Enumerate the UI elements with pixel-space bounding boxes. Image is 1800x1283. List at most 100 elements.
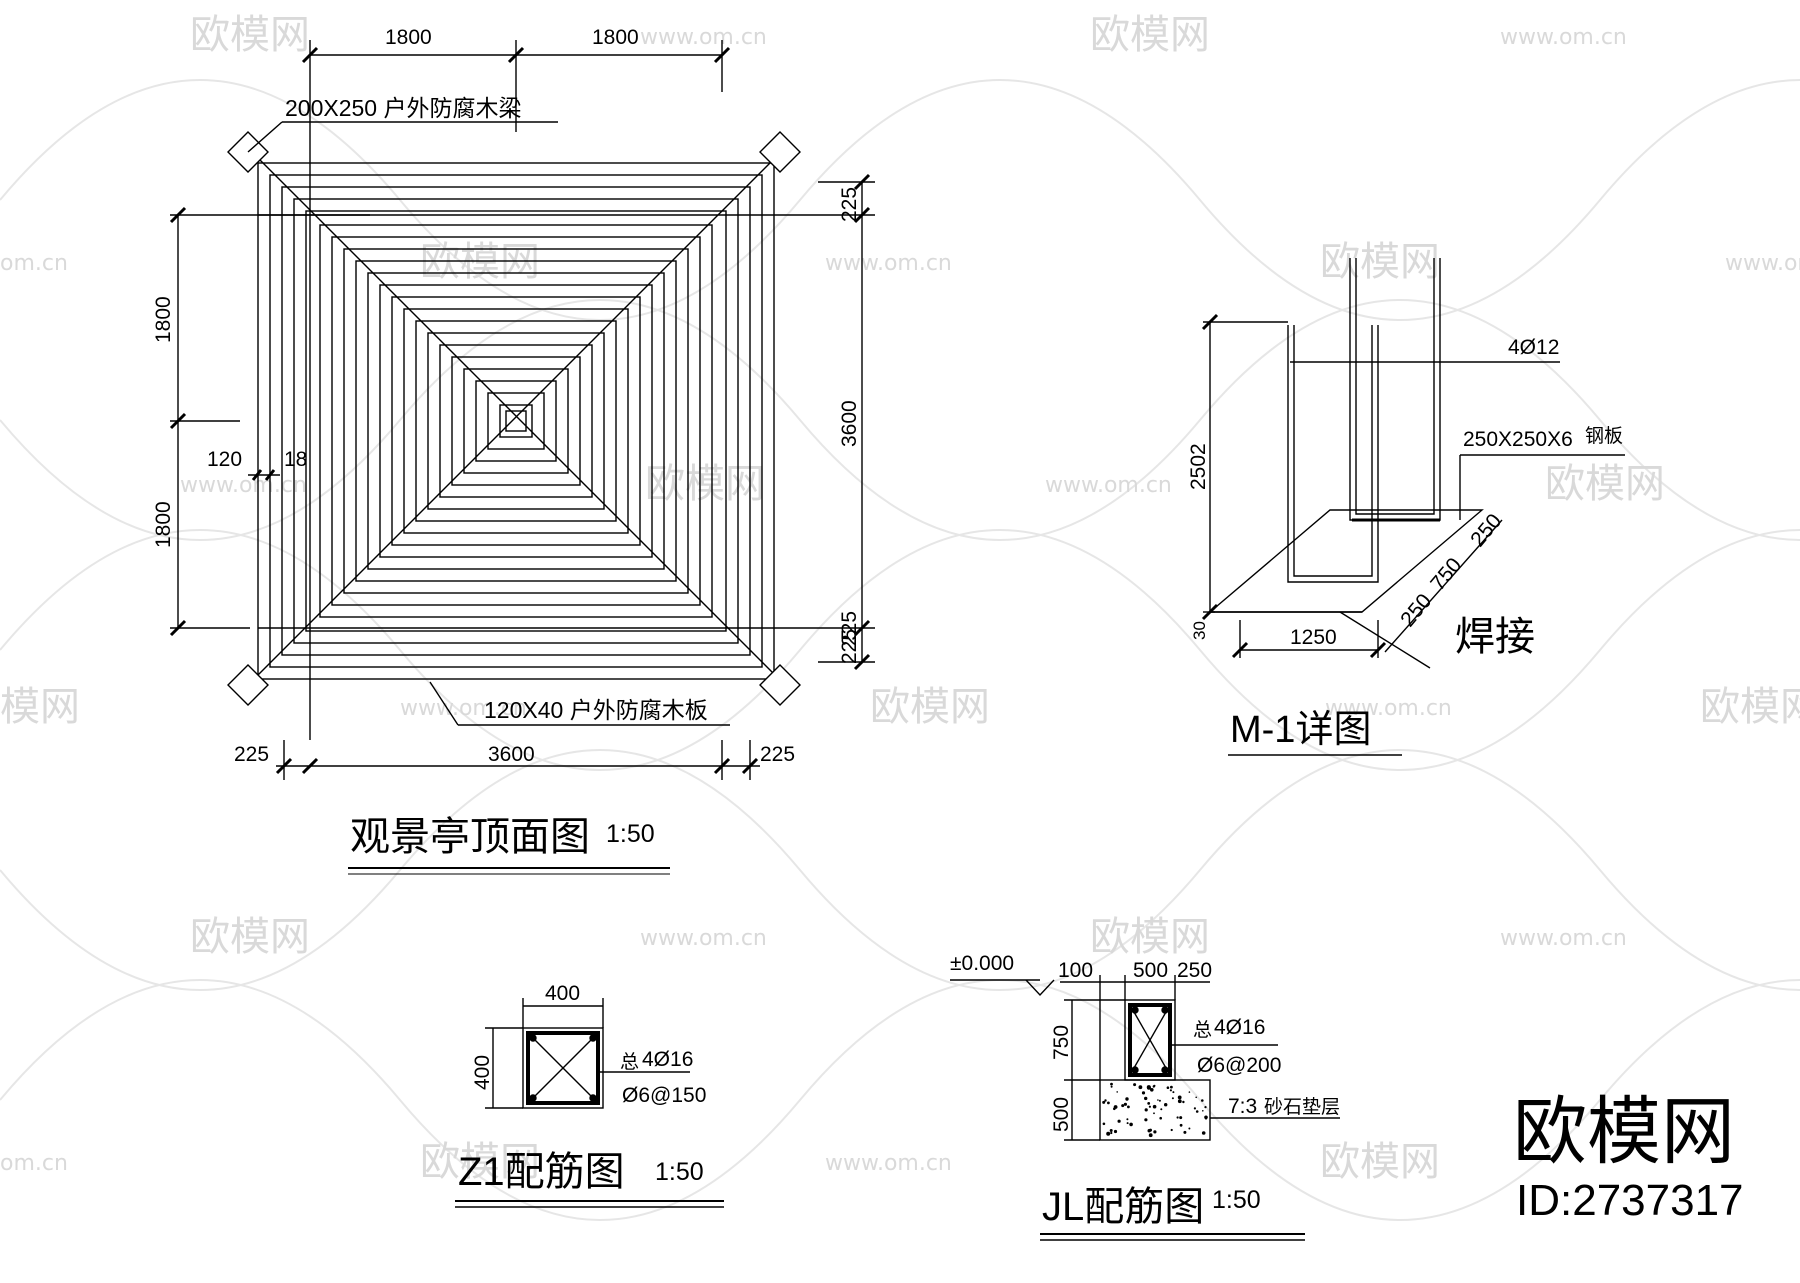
gravel-dot	[1160, 1108, 1163, 1111]
dim-bottom-right: 225	[760, 743, 795, 766]
corner-brand: 欧模网 ID:2737317	[1513, 1090, 1744, 1225]
gravel-dot	[1202, 1110, 1204, 1112]
gravel-dot	[1152, 1104, 1157, 1109]
dim-tick	[853, 206, 871, 224]
gravel-dot	[1141, 1091, 1146, 1095]
gravel-dot	[1193, 1107, 1196, 1110]
gravel-dot	[1182, 1100, 1185, 1104]
watermark-brand: 欧模网	[1090, 914, 1210, 960]
board-ring	[367, 272, 665, 570]
gravel-dot	[1147, 1102, 1151, 1105]
gravel-dot	[1113, 1107, 1116, 1111]
base-plate	[1208, 509, 1484, 613]
board-ring	[427, 332, 605, 510]
gravel-dot	[1110, 1082, 1113, 1086]
gravel-dot	[1205, 1117, 1207, 1120]
board-ring	[305, 210, 727, 632]
board-ring	[475, 380, 557, 462]
gravel-dot	[1148, 1133, 1153, 1138]
gravel-dot	[1116, 1091, 1118, 1093]
gravel-dot	[1102, 1122, 1106, 1126]
watermark-url: www.om.cn	[1500, 926, 1627, 951]
gravel-dot	[1166, 1086, 1170, 1089]
jl-bar	[1161, 1006, 1169, 1014]
watermark-url: www.om.cn	[400, 696, 527, 721]
gravel-dot	[1133, 1083, 1137, 1087]
watermark-brand: 欧模网	[420, 1139, 540, 1185]
watermark-url: om.cn	[0, 1151, 68, 1176]
dim-tick	[853, 173, 871, 191]
board-ring	[451, 356, 581, 486]
dim-bottom-left: 225	[234, 743, 269, 766]
board-ring	[343, 248, 689, 594]
beam-end	[227, 131, 801, 706]
board-ring	[487, 392, 545, 450]
dim-right-total: 3600	[838, 400, 861, 447]
gravel-dot	[1188, 1091, 1191, 1093]
jl-main-bars: 4Ø16	[1214, 1016, 1265, 1039]
watermark-url: www.om.cn	[1500, 25, 1627, 50]
dim-tick	[1201, 313, 1219, 331]
board-label: 120X40 户外防腐木板	[484, 697, 708, 723]
gravel-dot	[1171, 1097, 1174, 1100]
gravel-dot	[1126, 1118, 1129, 1121]
watermark-layer: 欧模网 欧模网 www.om.cn www.om.cn 欧模网 欧模网 om.c…	[0, 12, 1800, 1221]
dim-tick	[169, 412, 187, 430]
dim-left-a: 1800	[152, 296, 175, 343]
gravel-hatch	[1102, 1082, 1208, 1138]
m1-height: 2502	[1187, 443, 1210, 490]
watermark-url: www.om.cn	[1325, 696, 1452, 721]
gravel-dot	[1164, 1103, 1168, 1107]
watermark-brand: 欧模网	[645, 461, 765, 507]
dim-tick	[1201, 603, 1219, 621]
m1-width: 1250	[1290, 626, 1337, 649]
watermark-url: www.om.cn	[1045, 473, 1172, 498]
m1-diag-750: 750	[1426, 554, 1466, 596]
board-ring	[319, 224, 713, 618]
dim-small-a: 120	[207, 448, 242, 471]
z1-width: 400	[545, 982, 580, 1005]
m1-plate-suffix: 钢板	[1585, 425, 1623, 447]
dim-bottom-total: 3600	[488, 743, 535, 766]
gravel-dot	[1113, 1129, 1118, 1134]
gravel-dot	[1153, 1130, 1157, 1134]
dim-tick	[1369, 641, 1387, 659]
gravel-dot	[1127, 1105, 1130, 1109]
leader-line	[429, 681, 459, 726]
watermark-url: www.om.cn	[180, 473, 307, 498]
z1-title: Z1配筋图	[458, 1150, 625, 1194]
gravel-dot	[1183, 1130, 1187, 1134]
gravel-dot	[1159, 1116, 1162, 1120]
jl-section: ±0.000 100 500 250 750 500 总 4Ø16 Ø6@200	[950, 952, 1340, 1241]
jl-title: JL配筋图	[1042, 1185, 1204, 1229]
m1-weld-label: 焊接	[1455, 615, 1535, 659]
gravel-dot	[1144, 1118, 1148, 1122]
m1-diag-a: 250	[1396, 590, 1436, 632]
jl-tie	[1129, 1004, 1171, 1076]
dim-tick	[275, 757, 293, 775]
jl-stirrups: Ø6@200	[1197, 1054, 1281, 1077]
board-ring	[439, 344, 593, 498]
gravel-dot	[1106, 1131, 1111, 1136]
z1-bar	[589, 1094, 597, 1102]
dim-tick	[301, 46, 319, 64]
watermark-url: www.om.cn	[825, 1151, 952, 1176]
dim-tick	[713, 757, 731, 775]
m1-plate-label: 250X250X6	[1463, 428, 1573, 451]
gravel-dot	[1153, 1112, 1155, 1115]
watermark-url: www.om.cn	[640, 25, 767, 50]
z1-bar	[589, 1034, 597, 1042]
gravel-dot	[1157, 1099, 1159, 1101]
dim-line	[1384, 519, 1503, 653]
gravel-dot	[1125, 1097, 1129, 1101]
gravel-dot	[1121, 1104, 1125, 1108]
elevation-marker	[1025, 979, 1055, 997]
watermark-url: om.cn	[0, 251, 68, 276]
jl-d750: 750	[1050, 1025, 1073, 1060]
gravel-dot	[1177, 1099, 1182, 1104]
gravel-dot	[1126, 1122, 1129, 1125]
dim-tick	[301, 757, 319, 775]
gravel-dot	[1179, 1123, 1183, 1127]
